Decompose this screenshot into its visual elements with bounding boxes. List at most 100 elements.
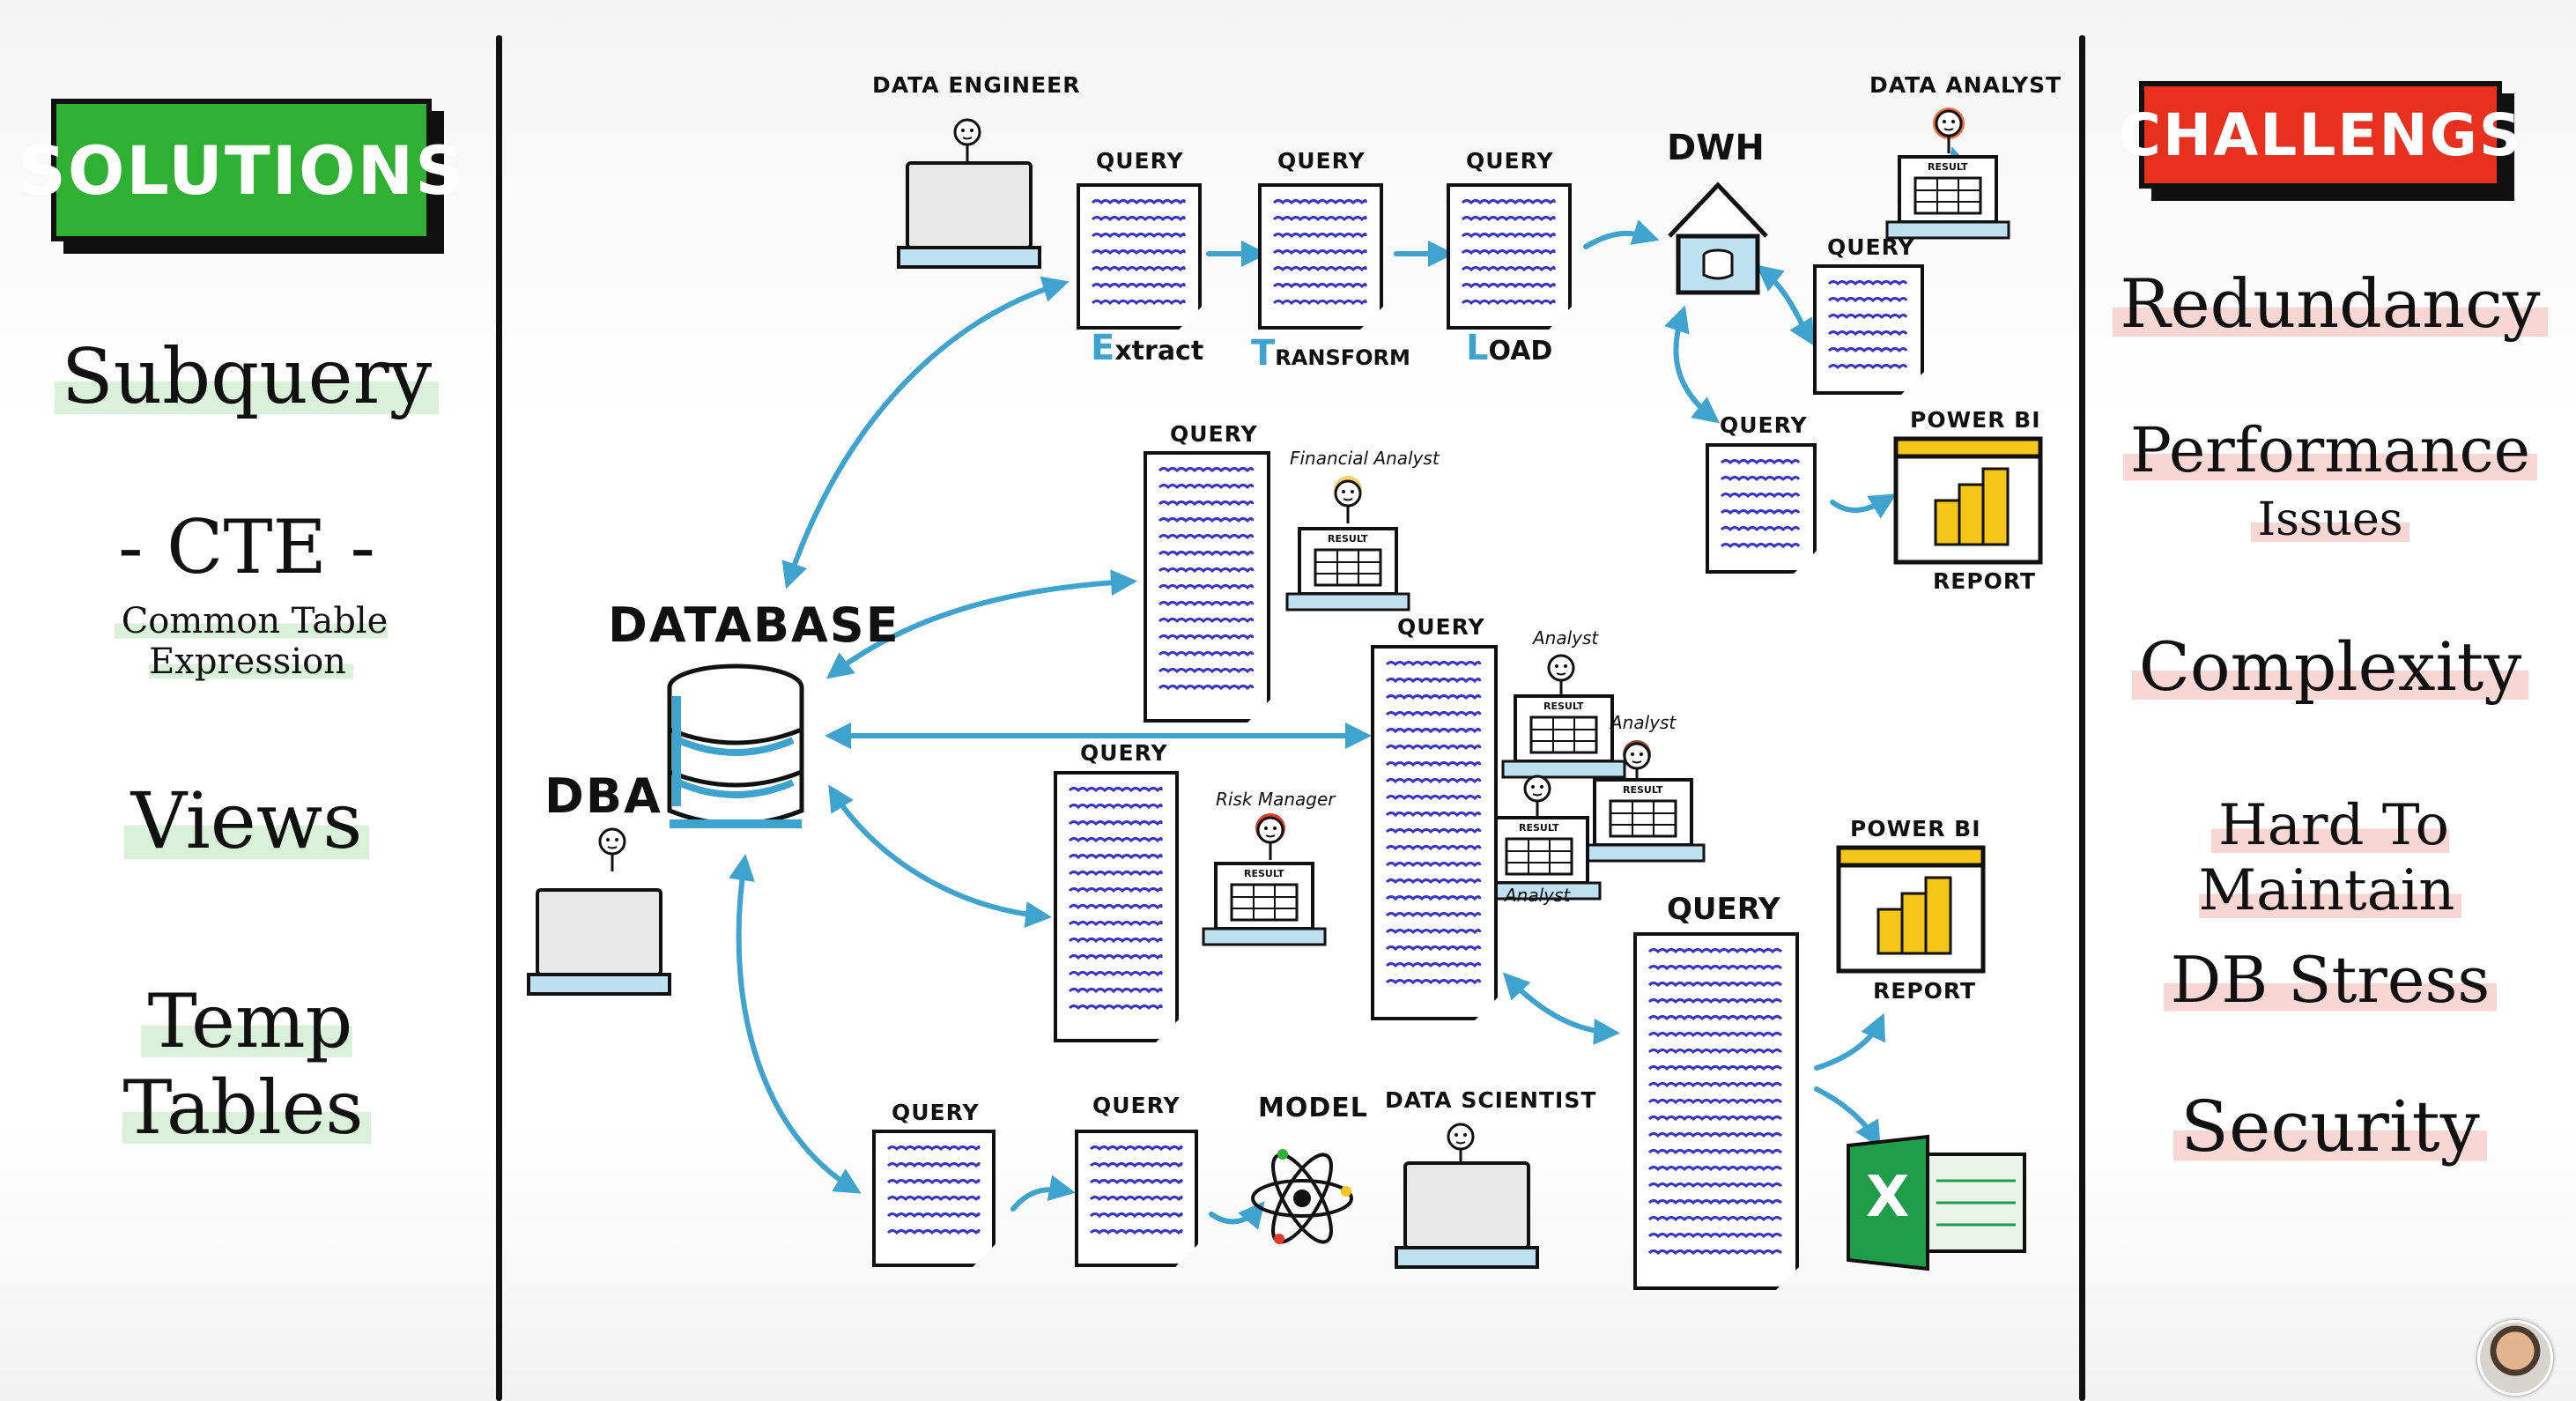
query-label-model-2: QUERY [1092,1093,1181,1118]
squiggle-line [1829,299,1906,301]
squiggle-line [1070,956,1161,959]
squiggle-line [1159,653,1253,656]
challenge-security-label: Security [2173,1086,2487,1168]
solution-temp-tables-label: Temp Tables [122,978,371,1151]
challenges-badge: CHALLENGS [2119,81,2520,189]
query-doc-load [1447,183,1572,330]
squiggle-line [1092,251,1184,254]
query-label-analyst: QUERY [1827,234,1915,260]
query-label-analysts: QUERY [1397,614,1485,640]
squiggle-line [1649,1201,1781,1204]
squiggle-line [1387,964,1480,967]
analyst-figure-2 [1623,740,1651,788]
squiggle-line [1829,332,1906,335]
query-doc-model-1 [872,1130,996,1267]
squiggle-line [1092,218,1184,220]
power-bi-report-bottom-icon [1836,845,1986,974]
squiggle-line [888,1164,979,1167]
squiggle-line [1649,1234,1781,1237]
squiggle-line [1070,805,1161,808]
squiggle-line [1070,923,1161,925]
query-text-lines [1450,187,1568,326]
squiggle-line [1091,1164,1181,1167]
squiggle-line [1159,469,1253,471]
squiggle-line [1092,201,1184,204]
squiggle-line [1829,282,1906,285]
load-rest: OAD [1488,336,1553,367]
squiggle-line [1159,686,1253,689]
report-label-bottom: REPORT [1873,978,1977,1004]
squiggle-line [1159,619,1253,622]
analyst-label-3: Analyst [1505,885,1571,906]
squiggle-line [1070,856,1161,858]
query-label-reports: QUERY [1667,892,1780,927]
squiggle-line [1274,301,1366,304]
solution-subquery: Subquery [35,333,458,421]
squiggle-line [1070,906,1161,908]
squiggle-line [1462,234,1554,237]
result-label-analyst-3: RESULT [1519,822,1559,834]
challenge-db-stress: DB Stress [2106,943,2555,1017]
squiggle-line [1387,864,1480,866]
squiggle-line [1274,201,1366,204]
data-analyst-label: DATA ANALYST [1869,72,2062,98]
squiggle-line [888,1197,979,1200]
squiggle-line [1092,268,1184,271]
solution-subquery-label: Subquery [54,333,440,421]
solution-views-label: Views [123,775,370,866]
result-label-financial: RESULT [1328,533,1368,545]
squiggle-line [1070,1006,1161,1009]
challenge-issues: Issues [2106,493,2555,546]
squiggle-line [1387,847,1480,849]
squiggle-line [888,1231,979,1234]
squiggle-line [1649,1017,1781,1019]
query-label-model-1: QUERY [892,1100,980,1125]
squiggle-line [1070,889,1161,892]
analyst-figure-3 [1523,775,1551,820]
query-doc-transform [1258,183,1383,330]
squiggle-line [1649,1218,1781,1220]
squiggle-line [1274,268,1366,271]
squiggle-line [1649,1084,1781,1086]
squiggle-line [1387,981,1480,983]
financial-analyst-figure [1334,476,1362,525]
squiggle-line [1462,201,1554,204]
squiggle-line [1649,1117,1781,1120]
squiggle-line [1387,679,1480,682]
power-bi-label-bottom: POWER BI [1850,816,1981,841]
squiggle-line [1159,636,1253,639]
squiggle-line [1649,1050,1781,1053]
load-stage-label: LOAD [1466,328,1552,368]
squiggle-line [1387,813,1480,816]
query-text-lines [1374,649,1494,1017]
squiggle-line [1387,763,1480,766]
squiggle-line [1092,301,1184,304]
squiggle-line [1829,315,1906,318]
data-engineer-laptop [897,161,1041,269]
squiggle-line [1387,930,1480,933]
data-engineer-label: DATA ENGINEER [872,72,1081,98]
squiggle-line [888,1147,979,1150]
dwh-label: DWH [1667,128,1765,168]
challenge-redundancy-label: Redundancy [2113,264,2548,343]
squiggle-line [1091,1181,1181,1183]
squiggle-line [1159,670,1253,672]
squiggle-line [1387,914,1480,916]
query-label-extract: QUERY [1096,148,1184,174]
squiggle-line [1649,1168,1781,1170]
squiggle-line [1159,502,1253,505]
query-label-load: QUERY [1466,148,1554,174]
squiggle-line [1070,872,1161,875]
data-scientist-figure [1447,1123,1475,1168]
power-bi-report-top-icon [1893,436,2043,565]
risk-manager-label: Risk Manager [1216,789,1336,810]
squiggle-line [1721,461,1799,463]
squiggle-line [1091,1214,1181,1217]
query-text-lines [1080,187,1198,326]
excel-letter: X [1866,1165,1910,1230]
query-text-lines [876,1133,992,1264]
dba-laptop [527,888,671,996]
left-divider [496,35,502,1401]
squiggle-line [1159,486,1253,488]
squiggle-line [888,1181,979,1183]
